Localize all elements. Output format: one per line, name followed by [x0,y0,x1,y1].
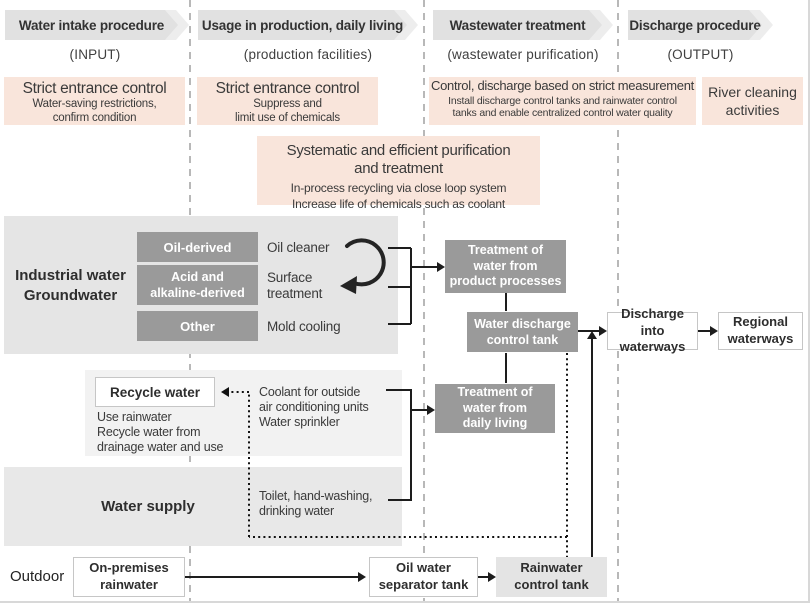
process-label-oil-cleaner: Oil cleaner [267,240,330,255]
coolant-label: Coolant for outside air conditioning uni… [259,385,369,429]
column-header-usage: Usage in production, daily living [198,10,418,40]
arrow-up-icon [587,331,597,339]
policy-body: Suppress and limit use of chemicals [235,98,340,124]
rainwater-control-tank-box: Rainwater control tank [496,557,607,597]
column-subtitle-purification: (wastewater purification) [447,47,599,62]
column-header-discharge: Discharge procedure [628,10,773,40]
category-box-acid-alkaline: Acid and alkaline-derived [137,265,258,305]
arrow-right-icon [710,326,718,336]
policy-box-intake: Strict entrance control Water-saving res… [4,77,185,125]
column-header-water-intake: Water intake procedure [5,10,189,40]
water-supply-label: Water supply [101,498,195,515]
column-subtitle-input: (INPUT) [69,47,121,62]
recycle-note: Use rainwater Recycle water from drainag… [97,410,224,454]
policy-title: Control, discharge based on strict measu… [431,78,694,93]
purification-body: In-process recycling via close loop syst… [290,181,507,211]
oil-water-separator-box: Oil water separator tank [369,557,478,597]
policy-title: River cleaning activities [708,83,797,118]
arrow-right-icon [427,405,435,415]
category-box-other: Other [137,311,258,341]
purification-title: Systematic and efficient purification an… [286,142,511,177]
policy-title: Strict entrance control [22,80,167,97]
policy-title: Strict entrance control [215,80,360,97]
discharge-waterways-box: Discharge into waterways [607,306,698,354]
arrow-right-icon [358,572,366,582]
arrow-right-icon [599,326,607,336]
policy-box-wastewater: Control, discharge based on strict measu… [429,77,696,125]
purification-box: Systematic and efficient purification an… [257,136,540,211]
policy-body: Water-saving restrictions, confirm condi… [32,98,157,124]
industrial-water-label: Industrial water Groundwater [15,267,126,304]
process-label-mold-cooling: Mold cooling [267,319,341,334]
category-box-oil-derived: Oil-derived [137,232,258,262]
column-subtitle-output: (OUTPUT) [667,47,734,62]
treatment-daily-box: Treatment of water from daily living [435,384,555,433]
column-subtitle-production: (production facilities) [243,47,373,62]
column-header-label: Water intake procedure [5,10,178,40]
policy-box-river-cleaning: River cleaning activities [702,77,803,125]
arrow-right-icon [437,262,445,272]
on-premises-rainwater-box: On-premises rainwater [73,557,185,597]
policy-box-usage: Strict entrance control Suppress and lim… [197,77,378,125]
column-header-label: Usage in production, daily living [198,10,407,40]
toilet-label: Toilet, hand-washing, drinking water [259,489,373,518]
column-header-wastewater: Wastewater treatment [433,10,613,40]
arrow-right-icon [488,572,496,582]
outdoor-label: Outdoor [10,568,65,585]
recycle-water-box: Recycle water [95,377,215,407]
policy-body: Install discharge control tanks and rain… [448,94,677,119]
process-label-surface-treatment: Surface treatment [267,270,323,301]
regional-waterways-box: Regional waterways [718,312,803,350]
column-header-label: Wastewater treatment [433,10,602,40]
treatment-product-box: Treatment of water from product processe… [445,240,566,293]
column-header-label: Discharge procedure [628,10,762,40]
water-discharge-tank-box: Water discharge control tank [467,312,578,352]
